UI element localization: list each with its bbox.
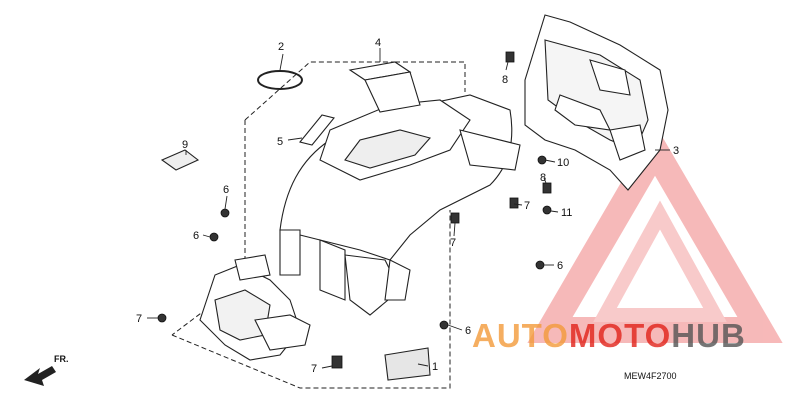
callout-6b: 6 <box>193 230 199 242</box>
callout-6c: 6 <box>557 260 563 272</box>
watermark-logo <box>527 124 783 343</box>
diagram-reference-code: MEW4F2700 <box>624 371 677 381</box>
callout-5: 5 <box>277 136 283 148</box>
callout-2: 2 <box>278 41 284 53</box>
o-ring <box>257 70 303 90</box>
callout-9: 9 <box>182 139 188 151</box>
callout-6d: 6 <box>465 325 471 337</box>
sticker <box>384 347 431 381</box>
rear-fender <box>279 61 521 316</box>
assembly-outline <box>171 61 466 389</box>
front-direction-arrow: FR. <box>24 354 69 386</box>
callout-11: 11 <box>561 207 572 219</box>
callout-3: 3 <box>673 145 679 157</box>
callout-labels: 2 4 8 9 5 10 3 8 6 7 11 6 7 6 7 6 1 7 <box>136 37 679 375</box>
callout-7b: 7 <box>450 237 456 249</box>
watermark-word-3: HUB <box>671 317 746 354</box>
callout-6: 6 <box>223 184 229 196</box>
callout-7: 7 <box>524 200 530 212</box>
callout-7d: 7 <box>311 363 317 375</box>
inner-splash-guard <box>199 254 311 361</box>
callout-8: 8 <box>502 74 508 86</box>
pad <box>160 149 200 171</box>
callout-1: 1 <box>432 361 438 373</box>
watermark-word-1: AUTO <box>472 317 569 354</box>
bracket <box>299 114 335 146</box>
callout-7c: 7 <box>136 313 142 325</box>
fasteners <box>157 51 552 369</box>
side-cover <box>524 14 669 191</box>
callout-8b: 8 <box>540 172 546 184</box>
callout-4: 4 <box>375 37 381 49</box>
svg-text:AUTOMOTOHUB: AUTOMOTOHUB <box>472 317 746 354</box>
callout-10: 10 <box>557 157 569 169</box>
watermark-word-2: MOTO <box>569 317 671 354</box>
direction-label: FR. <box>54 354 69 364</box>
watermark-wordmark: AUTOMOTOHUB <box>472 317 746 354</box>
leader-lines <box>147 48 670 369</box>
